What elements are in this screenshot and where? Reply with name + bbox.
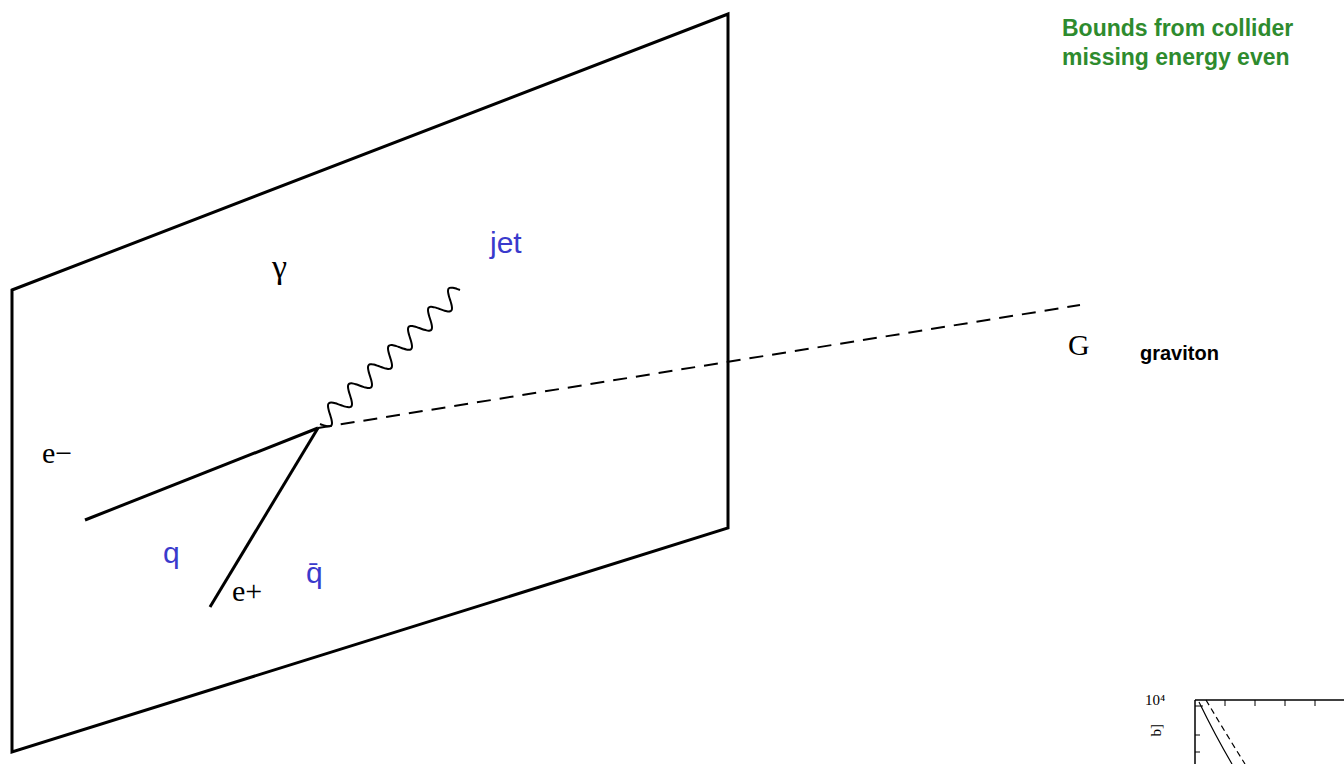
- particle-label: q̄: [306, 556, 323, 589]
- brane-outline: [12, 14, 728, 752]
- chart-tick: [1315, 700, 1316, 706]
- chart-tick: [1285, 700, 1286, 706]
- heading: Bounds from collider missing energy even: [1062, 14, 1338, 72]
- particle-label: q: [163, 536, 180, 569]
- particle-label: G: [1068, 328, 1090, 361]
- chart-frame: [1195, 699, 1344, 701]
- particle-label: γ: [272, 248, 287, 285]
- axis-tick-label: 10⁴: [1145, 692, 1165, 709]
- chart-tick: [1195, 752, 1200, 753]
- chart-curve-dashed: [1206, 700, 1245, 764]
- chart-tick: [1225, 700, 1226, 706]
- chart-tick: [1255, 700, 1256, 706]
- chart-tick: [1195, 706, 1203, 707]
- particle-label: e+: [232, 574, 262, 607]
- chart-frame: [1194, 700, 1196, 764]
- particle-label: e−: [42, 436, 72, 469]
- particle-label: jet: [490, 226, 522, 259]
- positron-line: [210, 428, 318, 607]
- particle-name: graviton: [1140, 342, 1219, 364]
- chart-curve: [1199, 702, 1232, 764]
- chart-fragment: [1195, 700, 1344, 764]
- electron-line: [85, 428, 318, 520]
- photon-line: [320, 288, 460, 427]
- axis-title: b]: [1148, 724, 1165, 737]
- chart-tick: [1195, 735, 1200, 736]
